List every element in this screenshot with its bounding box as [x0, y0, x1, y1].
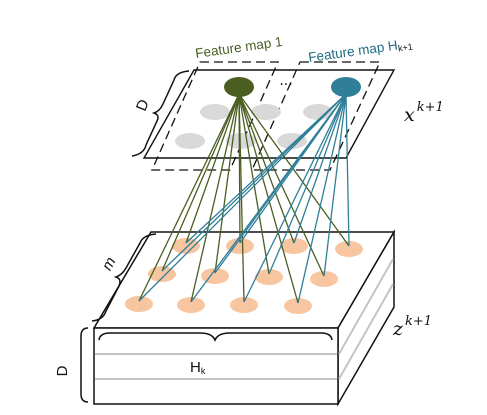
feature-1-connection [238, 93, 270, 275]
feature-map-1-node [224, 77, 254, 97]
top-tensor-base: x [404, 104, 415, 126]
orange-node [125, 296, 153, 312]
bottom-depth-label: D [54, 365, 71, 376]
orange-node [310, 271, 338, 287]
top-plane-dashed-1 [150, 61, 280, 171]
feature-last-connection [243, 93, 347, 303]
top-depth-brace [131, 70, 190, 157]
orange-node [177, 297, 205, 313]
width-label-sub: k [201, 366, 206, 376]
feature-last-connection [138, 93, 347, 302]
m-label: m [99, 254, 120, 273]
bottom-tensor-base: z [392, 318, 404, 340]
ellipsis-label: ··· [279, 77, 292, 93]
top-tensor-sup: k+1 [417, 100, 444, 115]
orange-node [255, 269, 283, 285]
layer-line-side-2 [338, 283, 394, 380]
feature-last-connection [268, 93, 347, 275]
feature-1-connection [161, 93, 240, 272]
feature-last-connection [161, 93, 347, 272]
orange-node [172, 238, 200, 254]
bottom-tensor-sup: k+1 [405, 314, 432, 329]
feature-1-connection [138, 93, 240, 302]
width-label: Hk [190, 359, 206, 376]
orange-node [280, 238, 308, 254]
width-brace [98, 332, 333, 343]
block-front-face [93, 327, 339, 405]
grey-node [175, 133, 205, 149]
feature-1-connection [214, 93, 240, 274]
grey-node [200, 104, 230, 120]
feature-last-connection [190, 93, 347, 303]
feature-map-last-node [331, 77, 361, 97]
m-brace [91, 233, 157, 322]
layer-line-side-1 [338, 258, 394, 355]
top-layer: ··· D [131, 61, 396, 171]
feature-1-connection [190, 93, 240, 303]
feature-map-1-label: Feature map 1 [194, 34, 283, 61]
orange-node [148, 266, 176, 282]
bottom-depth-bracket [80, 327, 89, 403]
feature-map-last-base: Feature map H [307, 38, 398, 65]
feature-last-connection [293, 93, 347, 244]
feature-last-connection [345, 93, 350, 247]
connection-lines [138, 93, 350, 304]
feature-map-last-sub: k+1 [397, 41, 413, 53]
feature-1-connection [185, 93, 240, 244]
grey-node [251, 104, 281, 120]
orange-node [335, 241, 363, 257]
grey-node [226, 133, 256, 149]
orange-node [284, 298, 312, 314]
orange-node [226, 238, 254, 254]
width-label-base: H [190, 359, 201, 376]
orange-node [230, 297, 258, 313]
feature-last-connection [323, 93, 347, 277]
feature-last-connection [297, 93, 347, 304]
top-depth-label: D [133, 97, 153, 114]
grey-node [303, 104, 333, 120]
